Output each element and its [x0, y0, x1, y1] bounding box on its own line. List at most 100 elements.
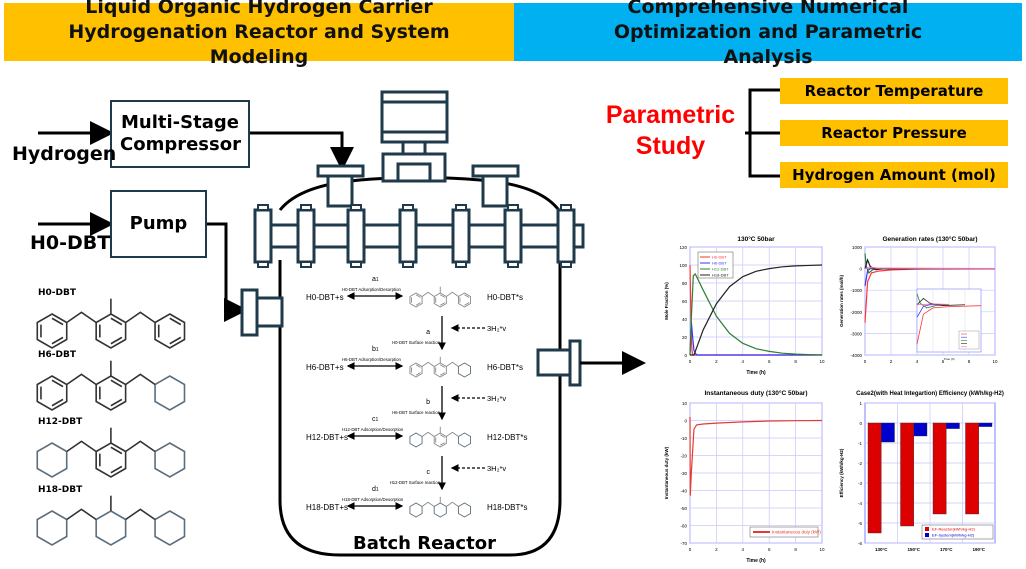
parametric-study-title: Parametric Study — [598, 100, 743, 162]
x-tick-label: 6 — [768, 359, 771, 364]
batch-reactor-label: Batch Reactor — [353, 533, 496, 554]
h0dbt-feed-label: H0-DBT — [30, 232, 111, 254]
inset-series-line — [916, 303, 950, 306]
y-axis-label: Mole Fraction (%) — [664, 282, 669, 320]
y-tick-label: -3 — [858, 481, 862, 486]
rate-constant: a — [426, 329, 430, 336]
x-tick-label: 10 — [819, 547, 825, 552]
hydrogen-species: 3H₂*v — [487, 324, 506, 333]
rate-constant: b — [426, 399, 430, 406]
series-line — [689, 273, 823, 356]
x-tick-label: 2 — [715, 359, 718, 364]
legend-swatch — [925, 533, 929, 537]
y-tick-label: 80 — [682, 281, 688, 286]
reactor-vessel — [278, 260, 562, 557]
rate-constant: d1 — [372, 486, 379, 493]
y-tick-label: -30 — [680, 471, 687, 476]
y-tick-label: -6 — [858, 541, 862, 546]
y-axis-label: Generation rates (mol/h) — [839, 274, 844, 327]
x-tick-label: 170°C — [940, 547, 953, 552]
structure-label: H6-DBT — [38, 350, 77, 360]
legend-label: H0-DBT — [712, 255, 727, 260]
hydrogen-label: Hydrogen — [12, 143, 117, 165]
y-tick-label: -10 — [680, 436, 687, 441]
legend-label: Instantaneous duty (kW) — [772, 530, 821, 535]
compressor-outlet-line — [250, 131, 354, 171]
series-line — [689, 416, 823, 496]
y-tick-label: 20 — [682, 335, 688, 340]
inset-series-line — [916, 297, 966, 306]
x-tick-label: 10 — [992, 359, 998, 364]
y-tick-label: 0 — [684, 419, 687, 424]
legend-swatch — [925, 527, 929, 531]
y-tick-label: -20 — [680, 454, 687, 459]
header-reactor-modeling: Liquid Organic Hydrogen Carrier Hydrogen… — [4, 0, 514, 68]
step-description: H6-DBT Adsorption/Desorption — [342, 357, 402, 362]
param-hydrogen-amount: Hydrogen Amount (mol) — [780, 162, 1008, 188]
x-tick-label: 0 — [864, 359, 867, 364]
rate-constant: c1 — [372, 416, 379, 423]
x-tick-label: 130°C — [875, 547, 888, 552]
y-tick-label: 40 — [682, 317, 688, 322]
mechanism-reactant: H0-DBT+s — [306, 293, 344, 302]
y-tick-label: 0 — [859, 421, 862, 426]
x-tick-label: 6 — [942, 359, 945, 364]
structure-label: H0-DBT — [38, 288, 77, 298]
hydrogen-species: 3H₂*v — [487, 394, 506, 403]
chart-1: Generation rates (130°C 50bar)-4000-3000… — [839, 235, 998, 364]
legend-label: H18-DBT — [712, 273, 729, 278]
y-tick-label: 0 — [859, 267, 862, 272]
bar — [946, 422, 960, 429]
legend: Instantaneous duty (kW) — [749, 526, 821, 538]
y-tick-label: -1 — [858, 441, 862, 446]
inset-x-label: Time (h) — [943, 357, 954, 361]
y-tick-label: -4000 — [850, 353, 862, 358]
y-tick-label: -70 — [680, 541, 687, 546]
x-tick-label: 2 — [715, 547, 718, 552]
mechanism-adsorbed: H0-DBT*s — [487, 293, 523, 302]
y-tick-label: 100 — [679, 263, 687, 268]
y-tick-label: -50 — [680, 506, 687, 511]
step-description: H12-DBT Adsorption/Desorption — [342, 427, 404, 432]
y-tick-label: -2000 — [850, 310, 862, 315]
param-reactor-temperature: Reactor Temperature — [780, 78, 1008, 104]
x-tick-label: 0 — [689, 547, 692, 552]
header-right-title: Comprehensive Numerical Optimization and… — [613, 0, 923, 68]
bar — [900, 422, 914, 527]
x-tick-label: 4 — [742, 359, 745, 364]
x-tick-label: 190°C — [972, 547, 985, 552]
mechanism-reactant: H12-DBT+s — [306, 433, 348, 442]
rate-constant: b1 — [372, 346, 379, 353]
step-description: H18-DBT Adsorption/Desorption — [342, 497, 404, 502]
x-axis-label: Time (h) — [746, 370, 766, 376]
chart-title: Instantaneous duty (130°C 50bar) — [704, 389, 807, 397]
mechanism-adsorbed: H12-DBT*s — [487, 433, 527, 442]
x-tick-label: 6 — [768, 547, 771, 552]
step-description: H0-DBT Surface reaction — [392, 340, 441, 345]
y-tick-label: 0 — [684, 353, 687, 358]
pump-outlet-line — [207, 222, 248, 322]
legend-label: H6-DBT — [712, 261, 727, 266]
legend: EF-Reactor(kWh/kg-H2)EF-System(kWh/kg-H2… — [921, 524, 994, 540]
bar — [932, 422, 947, 515]
y-tick-label: -1000 — [850, 288, 862, 293]
x-tick-label: 4 — [742, 547, 745, 552]
y-tick-label: 10 — [682, 401, 688, 406]
y-tick-label: -4 — [858, 501, 862, 506]
rate-constant: a1 — [372, 276, 379, 283]
header-optimization: Comprehensive Numerical Optimization and… — [514, 0, 1022, 68]
mechanism-reactant: H18-DBT+s — [306, 503, 348, 512]
header-left-title: Liquid Organic Hydrogen Carrier Hydrogen… — [68, 0, 450, 68]
step-description: H12-DBT Surface reaction — [390, 480, 441, 485]
hydrogen-species: 3H₂*v — [487, 464, 506, 473]
chart-2: Instantaneous duty (130°C 50bar)-70-60-5… — [664, 389, 825, 564]
legend-label: H12-DBT — [712, 267, 729, 272]
x-tick-label: 2 — [890, 359, 893, 364]
y-tick-label: 60 — [682, 299, 688, 304]
x-axis-label: Time (h) — [746, 558, 766, 564]
chart-title: 130°C 50bar — [737, 235, 775, 243]
y-tick-label: -2 — [858, 461, 862, 466]
